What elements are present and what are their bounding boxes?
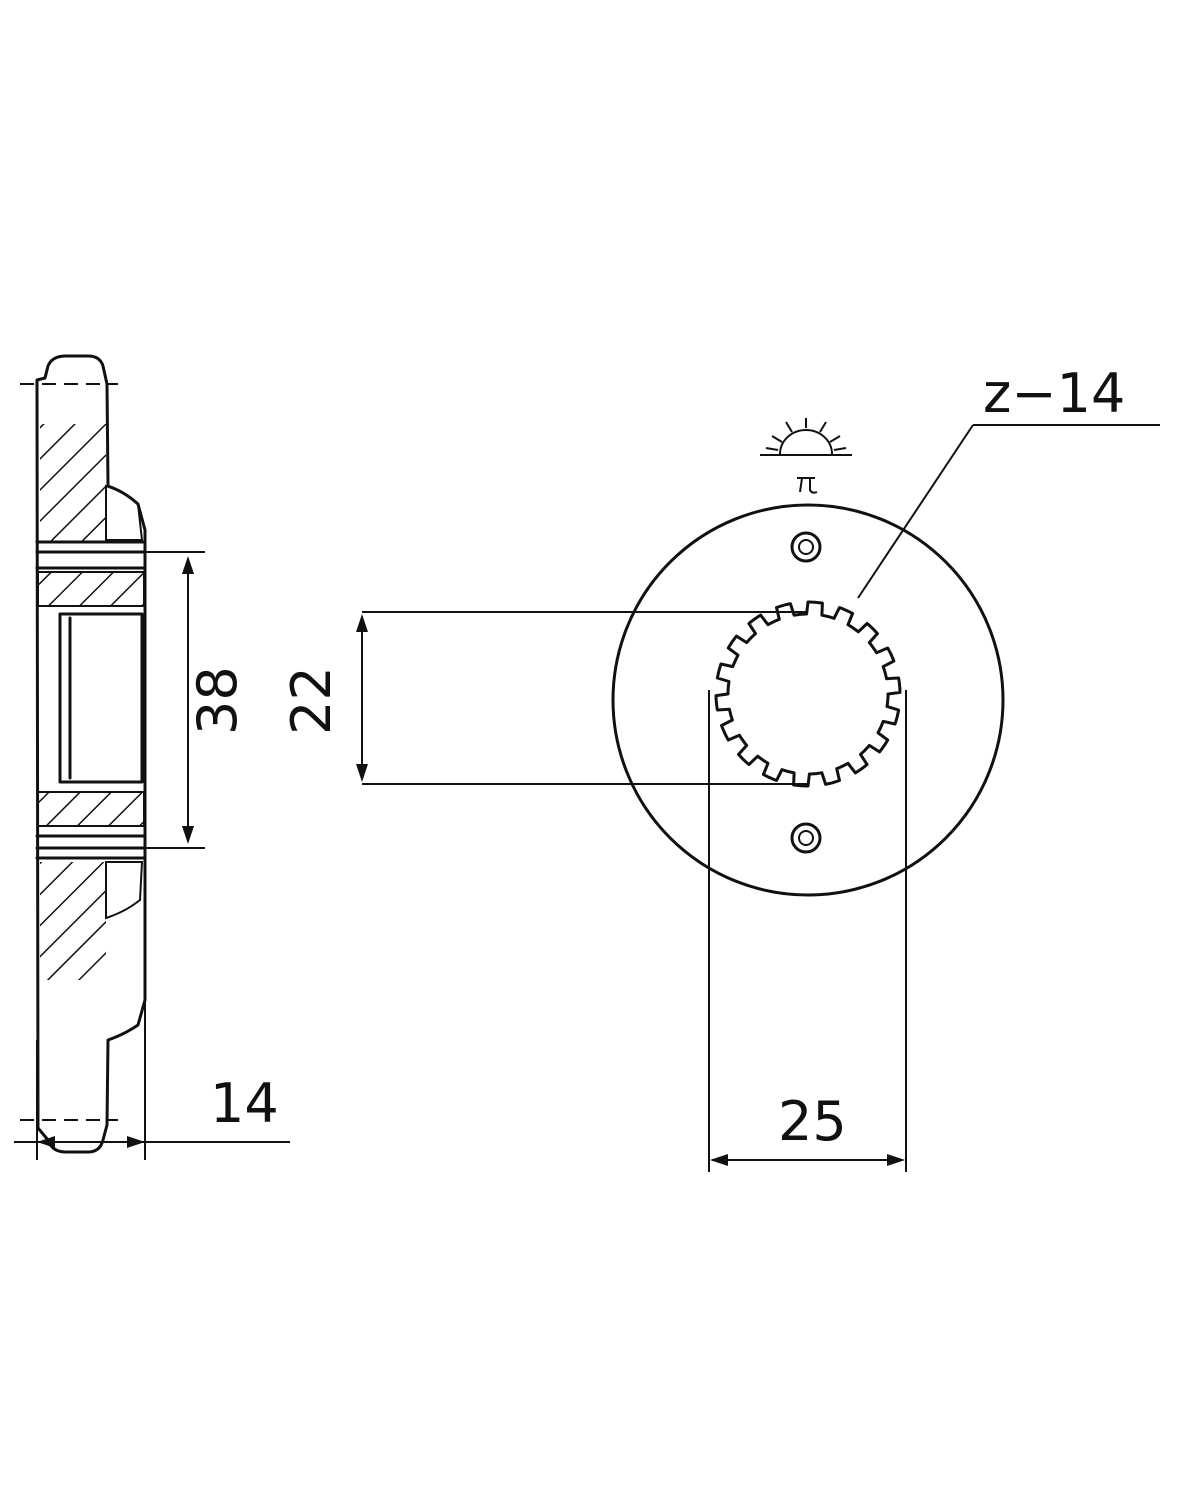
side-upper-hatch: [40, 424, 106, 542]
width-dimension-label: 14: [210, 1072, 279, 1135]
shaft-flat-label: 22: [280, 666, 343, 735]
side-section-view: [14, 354, 290, 1160]
bolt-hole-bottom: [790, 822, 822, 854]
teeth-count-label: z−14: [983, 362, 1125, 425]
hub-diameter-label: 38: [186, 666, 249, 735]
sun-logo: [760, 418, 852, 494]
shaft-diameter-label: 25: [778, 1090, 847, 1153]
spline-bore-outline: [714, 600, 902, 788]
hub-circle: [611, 503, 1005, 897]
side-bore-upper-hatch: [37, 571, 145, 607]
side-bore-lower-hatch: [37, 791, 145, 827]
teeth-count-leader: [857, 424, 974, 599]
side-lower-hatch: [40, 862, 106, 980]
side-profile-outline: [35, 354, 147, 1154]
front-view: [356, 418, 1160, 1172]
bolt-hole-top: [790, 531, 822, 563]
side-bore: [58, 612, 144, 784]
